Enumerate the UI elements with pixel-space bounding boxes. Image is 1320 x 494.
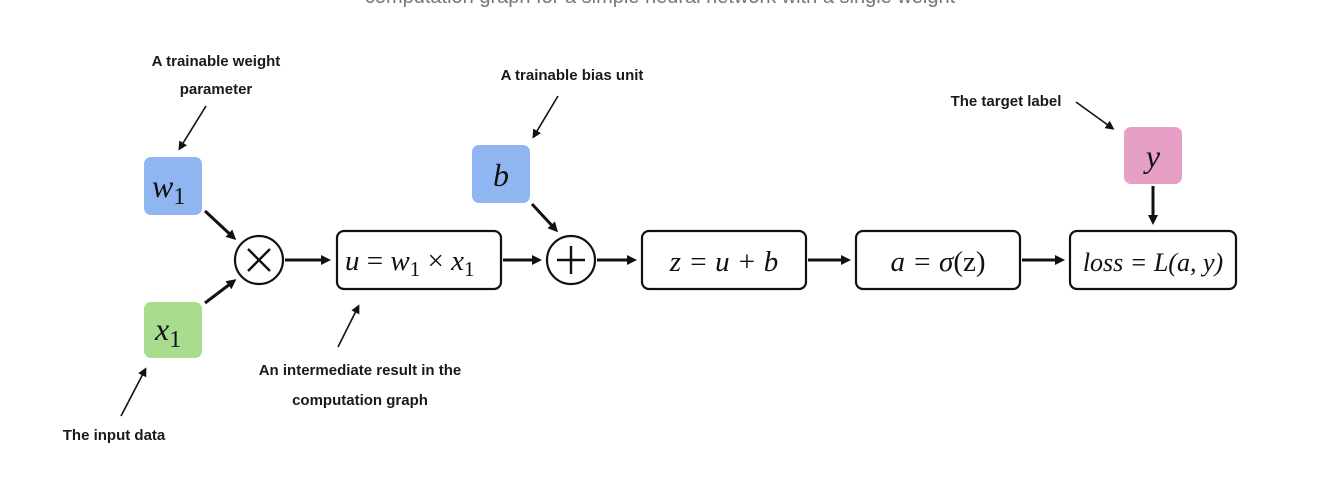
- multiply-operator: [233, 234, 285, 286]
- a-lhs: a =: [890, 246, 939, 278]
- u-w-symbol: w: [390, 245, 410, 277]
- input-node-label: x1: [154, 311, 181, 353]
- input-node-box: [144, 302, 202, 358]
- cropped-caption: computation graph for a simple neural ne…: [0, 0, 1320, 10]
- annotation-bias-pointer: [532, 95, 559, 139]
- annotation-target: The target label: [951, 93, 1062, 110]
- annotation-intermediate-pointer: [337, 304, 360, 348]
- a-sigma: σ: [939, 246, 955, 278]
- input-subscript: 1: [169, 327, 181, 353]
- annotation-intermediate-line2: computation graph: [292, 392, 428, 409]
- u-x-subscript: 1: [464, 257, 475, 281]
- annotation-input-pointer: [120, 367, 147, 417]
- annotation-intermediate-line1: An intermediate result in the: [259, 362, 462, 379]
- u-w-subscript: 1: [410, 257, 421, 281]
- arrow-weight-to-multiply: [203, 209, 237, 241]
- u-box: u = w1 × x1: [335, 229, 503, 291]
- add-operator: [545, 234, 597, 286]
- weight-node-label: w1: [152, 168, 185, 210]
- a-argument: (z): [953, 246, 985, 278]
- a-box-expression: a = σ(z): [890, 246, 985, 278]
- input-symbol: x: [154, 311, 169, 347]
- annotation-input: The input data: [63, 427, 166, 444]
- loss-box-expression: loss = L(a, y): [1083, 248, 1223, 277]
- weight-node: w1: [144, 157, 202, 215]
- multiply-cross-b: [247, 248, 271, 272]
- u-box-expression: u = w1 × x1: [345, 245, 474, 281]
- loss-box: loss = L(a, y): [1068, 229, 1238, 291]
- z-box-frame: [640, 229, 808, 291]
- u-symbol: u: [345, 245, 360, 277]
- a-box: a = σ(z): [854, 229, 1022, 291]
- input-node: x1: [144, 302, 202, 358]
- weight-subscript: 1: [173, 184, 185, 210]
- target-node-label: y: [1143, 138, 1161, 174]
- annotation-weight-line2: parameter: [180, 81, 253, 98]
- cropped-caption-text: computation graph for a simple neural ne…: [0, 0, 1320, 9]
- annotation-weight-pointer: [178, 105, 207, 151]
- weight-symbol: w: [152, 168, 174, 204]
- z-box-expression: z = u + b: [669, 246, 778, 278]
- annotation-weight-line1: A trainable weight: [152, 53, 281, 70]
- arrow-input-to-multiply: [204, 279, 237, 305]
- u-x-symbol: x: [450, 245, 464, 277]
- a-box-frame: [854, 229, 1022, 291]
- bias-node-label: b: [493, 157, 509, 193]
- arrow-bias-to-add: [530, 202, 559, 233]
- weight-node-box: [144, 157, 202, 215]
- target-node-box: [1124, 127, 1182, 184]
- u-times: ×: [420, 245, 451, 277]
- annotation-target-pointer: [1075, 101, 1115, 130]
- u-box-frame: [335, 229, 503, 291]
- u-equals: =: [360, 245, 391, 277]
- target-node: y: [1124, 127, 1182, 184]
- bias-node-box: [472, 145, 530, 203]
- annotation-bias: A trainable bias unit: [501, 67, 644, 84]
- bias-node: b: [472, 145, 530, 203]
- loss-box-frame: [1068, 229, 1238, 291]
- z-box: z = u + b: [640, 229, 808, 291]
